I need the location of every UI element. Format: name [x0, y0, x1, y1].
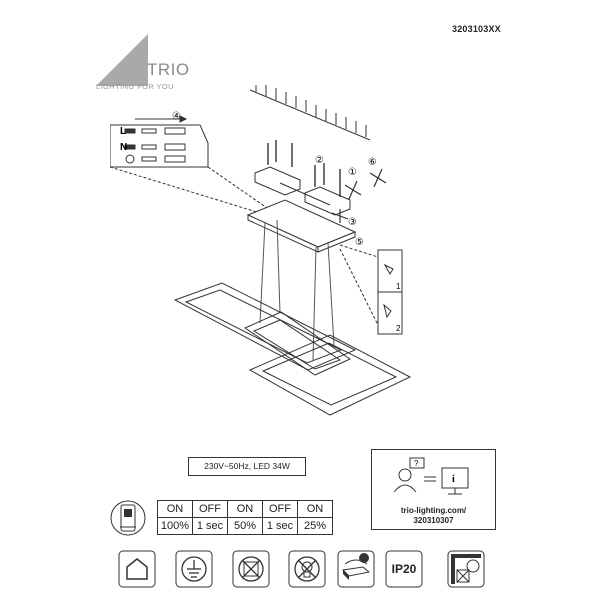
value-cell: 25% [297, 517, 333, 535]
mounting-screws [267, 140, 341, 197]
ceiling-hatch [249, 85, 371, 141]
step-2-label: ② [315, 155, 324, 166]
luminaire-frames [173, 282, 412, 416]
logo-triangle-icon [96, 34, 148, 86]
state-cell: ON [227, 500, 263, 518]
step-6-label: ⑥ [368, 157, 377, 168]
value-cell: 1 sec [262, 517, 298, 535]
step-4-label: ④ [172, 111, 181, 122]
state-cell: OFF [192, 500, 228, 518]
state-cell: ON [297, 500, 333, 518]
ip-rating-label: IP20 [391, 562, 417, 576]
value-cell: 100% [157, 517, 193, 535]
ceiling-canopy [246, 199, 357, 253]
indoor-use-icon [118, 550, 156, 588]
support-url[interactable]: trio-lighting.com/ [400, 506, 467, 515]
wiring-detail [110, 115, 271, 214]
brand-name: TRIO [147, 60, 190, 79]
cable-adjust-detail [339, 244, 403, 335]
detail-step-2: 2 [396, 324, 401, 333]
remote-control-icon [337, 550, 375, 588]
mounting-bracket [254, 166, 351, 216]
detail-step-1: 1 [396, 282, 401, 291]
document-code: 320310307 [413, 516, 454, 525]
suspension-cables [259, 219, 335, 361]
online-info-box: ? i trio-lighting.com/ 320310307 [371, 449, 496, 530]
no-direct-mount-icon [447, 550, 485, 588]
assembly-diagram: L N ④ ② ① ⑥ ③ ⑤ [110, 85, 412, 416]
trio-logo: TRIO LIGHTING FOR YOU [92, 26, 202, 96]
step-1-label: ① [348, 167, 357, 178]
product-code: 3203103XX [452, 24, 501, 34]
step-3-label: ③ [348, 217, 357, 228]
no-dimmer-icon [232, 550, 270, 588]
switch-dimming-table: ON OFF ON OFF ON 100% 1 sec 50% 1 sec 25… [157, 500, 333, 535]
value-cell: 50% [227, 517, 263, 535]
power-rating-box: 230V~50Hz, LED 34W [188, 457, 306, 476]
protection-earth-icon [175, 550, 213, 588]
brand-tagline: LIGHTING FOR YOU [96, 82, 174, 91]
screw-cross-icons [331, 168, 387, 223]
ip20-icon: IP20 [385, 550, 423, 588]
state-cell: OFF [262, 500, 298, 518]
no-bulb-disposal-icon [288, 550, 326, 588]
svg-text:i: i [452, 474, 455, 485]
neutral-label: N [120, 142, 127, 153]
state-cell: ON [157, 500, 193, 518]
switch-states-row: ON OFF ON OFF ON [157, 500, 333, 518]
wall-switch-icon [110, 500, 146, 536]
switch-values-row: 100% 1 sec 50% 1 sec 25% [157, 517, 333, 535]
live-label: L [120, 126, 126, 137]
svg-text:?: ? [414, 459, 419, 468]
value-cell: 1 sec [192, 517, 228, 535]
online-manual-icon: ? i [393, 457, 469, 495]
step-5-label: ⑤ [355, 237, 364, 248]
